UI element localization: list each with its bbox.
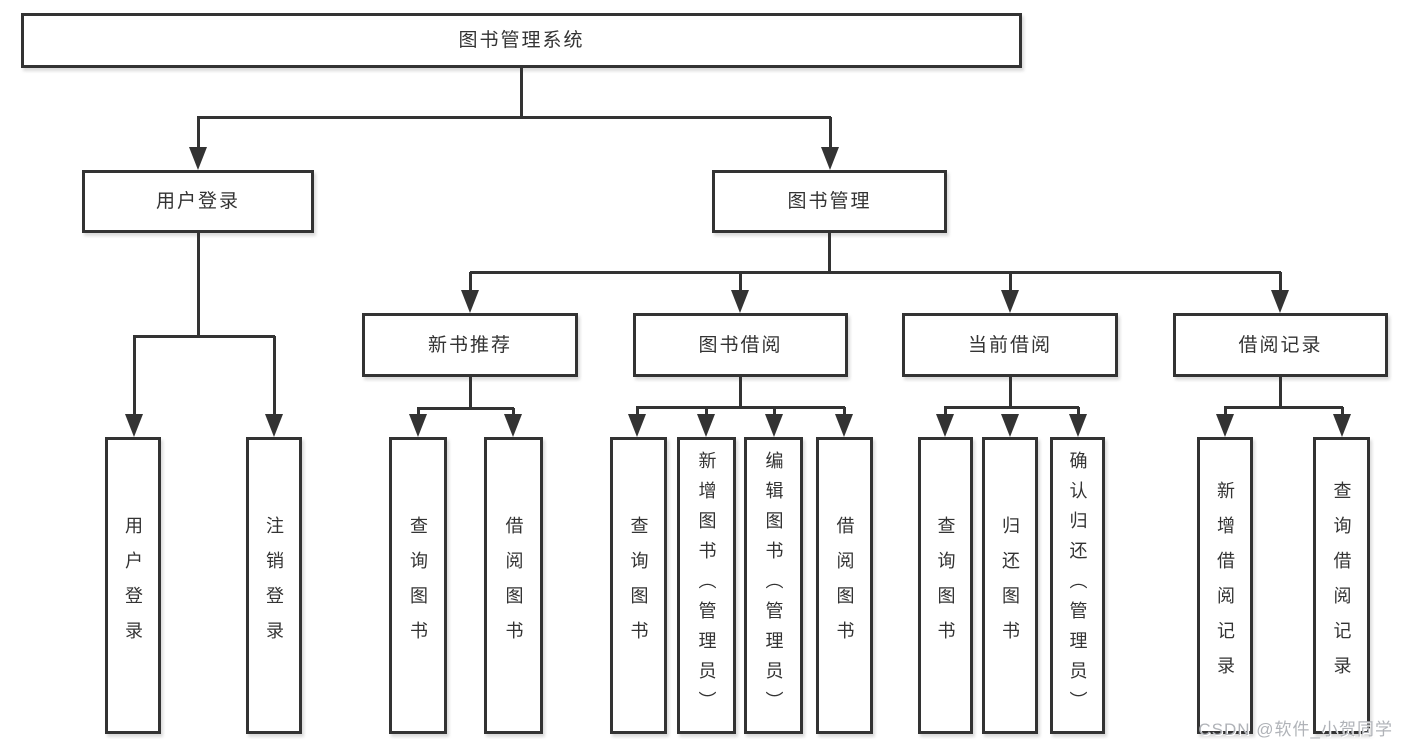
node-label-leaf-return-books: 归还图书: [1000, 515, 1020, 656]
node-label-leaf-query-borrow-record: 查询借阅记录: [1331, 480, 1352, 691]
node-label-leaf-query-books-1: 查询图书: [408, 515, 428, 656]
connector-arrow-down-icon: [265, 414, 283, 437]
node-user-login-module: 用户登录: [82, 170, 314, 233]
connector-arrow-down-icon: [628, 414, 646, 437]
connector-line: [739, 272, 742, 293]
connector-line: [944, 407, 947, 417]
connector-arrow-down-icon: [1216, 414, 1234, 437]
connector-line: [133, 335, 275, 338]
node-leaf-query-books-3: 查询图书: [918, 437, 973, 734]
connector-arrow-down-icon: [189, 147, 207, 170]
node-system-root: 图书管理系统: [21, 13, 1022, 68]
connector-line: [417, 408, 420, 417]
node-borrowing-records: 借阅记录: [1173, 313, 1388, 377]
connector-line: [1341, 407, 1344, 417]
node-leaf-confirm-return-admin: 确认归还（管理员）: [1050, 437, 1105, 734]
connector-arrow-down-icon: [821, 147, 839, 170]
connector-line: [197, 116, 831, 119]
node-book-management-module: 图书管理: [712, 170, 947, 233]
connector-line: [417, 407, 514, 410]
connector-arrow-down-icon: [697, 414, 715, 437]
node-leaf-query-borrow-record: 查询借阅记录: [1313, 437, 1370, 734]
node-label-leaf-query-books-3: 查询图书: [935, 515, 956, 656]
connector-line: [1009, 377, 1012, 408]
connector-line: [1279, 272, 1282, 293]
connector-line: [512, 408, 515, 417]
connector-arrow-down-icon: [1001, 290, 1019, 313]
connector-arrow-down-icon: [765, 414, 783, 437]
node-label-new-book-recommend: 新书推荐: [427, 334, 512, 356]
connector-line: [739, 377, 742, 408]
connector-line: [705, 407, 708, 417]
node-leaf-user-login: 用户登录: [105, 437, 161, 734]
node-leaf-edit-books-admin: 编辑图书（管理员）: [744, 437, 803, 734]
node-label-system-root: 图书管理系统: [458, 30, 585, 51]
node-book-borrowing: 图书借阅: [633, 313, 848, 377]
connector-arrow-down-icon: [1271, 290, 1289, 313]
node-label-current-borrowing: 当前借阅: [967, 334, 1052, 356]
connector-line: [636, 406, 845, 409]
node-leaf-borrow-books-2: 借阅图书: [816, 437, 873, 734]
node-current-borrowing: 当前借阅: [902, 313, 1118, 377]
node-label-borrowing-records: 借阅记录: [1238, 334, 1323, 356]
connector-line: [1224, 406, 1343, 409]
node-leaf-query-books-1: 查询图书: [389, 437, 447, 734]
node-label-leaf-add-books-admin: 新增图书（管理员）: [696, 450, 717, 721]
connector-arrow-down-icon: [936, 414, 954, 437]
node-leaf-return-books: 归还图书: [982, 437, 1038, 734]
connector-line: [773, 407, 776, 417]
connector-line: [133, 336, 136, 417]
connector-arrow-down-icon: [125, 414, 143, 437]
connector-line: [1224, 407, 1227, 417]
node-leaf-borrow-books-1: 借阅图书: [484, 437, 543, 734]
node-label-leaf-edit-books-admin: 编辑图书（管理员）: [763, 450, 784, 721]
node-label-book-management-module: 图书管理: [787, 191, 872, 212]
node-label-leaf-borrow-books-2: 借阅图书: [834, 515, 855, 656]
connector-line: [828, 233, 831, 273]
connector-line: [469, 377, 472, 409]
node-label-leaf-borrow-books-1: 借阅图书: [503, 515, 524, 656]
connector-line: [944, 406, 1079, 409]
connector-arrow-down-icon: [1069, 414, 1087, 437]
node-label-leaf-query-books-2: 查询图书: [628, 515, 649, 656]
node-label-leaf-user-login: 用户登录: [123, 515, 143, 656]
connector-arrow-down-icon: [461, 290, 479, 313]
node-label-leaf-logout: 注销登录: [264, 515, 284, 656]
connector-arrow-down-icon: [504, 414, 522, 437]
node-leaf-query-books-2: 查询图书: [610, 437, 667, 734]
connector-line: [273, 336, 276, 417]
node-leaf-logout: 注销登录: [246, 437, 302, 734]
connector-line: [1077, 407, 1080, 417]
node-leaf-add-borrow-record: 新增借阅记录: [1197, 437, 1253, 734]
connector-line: [520, 68, 523, 118]
node-leaf-add-books-admin: 新增图书（管理员）: [677, 437, 736, 734]
node-label-leaf-add-borrow-record: 新增借阅记录: [1215, 480, 1235, 691]
node-label-user-login-module: 用户登录: [155, 191, 240, 212]
connector-arrow-down-icon: [731, 290, 749, 313]
node-new-book-recommend: 新书推荐: [362, 313, 578, 377]
connector-arrow-down-icon: [409, 414, 427, 437]
connector-line: [843, 407, 846, 417]
connector-line: [829, 117, 832, 150]
connector-line: [469, 272, 472, 293]
connector-line: [1279, 377, 1282, 408]
connector-line: [197, 117, 200, 150]
csdn-watermark: CSDN @软件_小贺同学: [1198, 720, 1393, 739]
node-label-leaf-confirm-return-admin: 确认归还（管理员）: [1067, 450, 1088, 721]
node-label-book-borrowing: 图书借阅: [698, 334, 783, 356]
connector-arrow-down-icon: [835, 414, 853, 437]
connector-line: [470, 271, 1281, 274]
connector-line: [1009, 272, 1012, 293]
connector-arrow-down-icon: [1333, 414, 1351, 437]
connector-line: [197, 233, 200, 337]
connector-arrow-down-icon: [1001, 414, 1019, 437]
connector-line: [636, 407, 639, 417]
